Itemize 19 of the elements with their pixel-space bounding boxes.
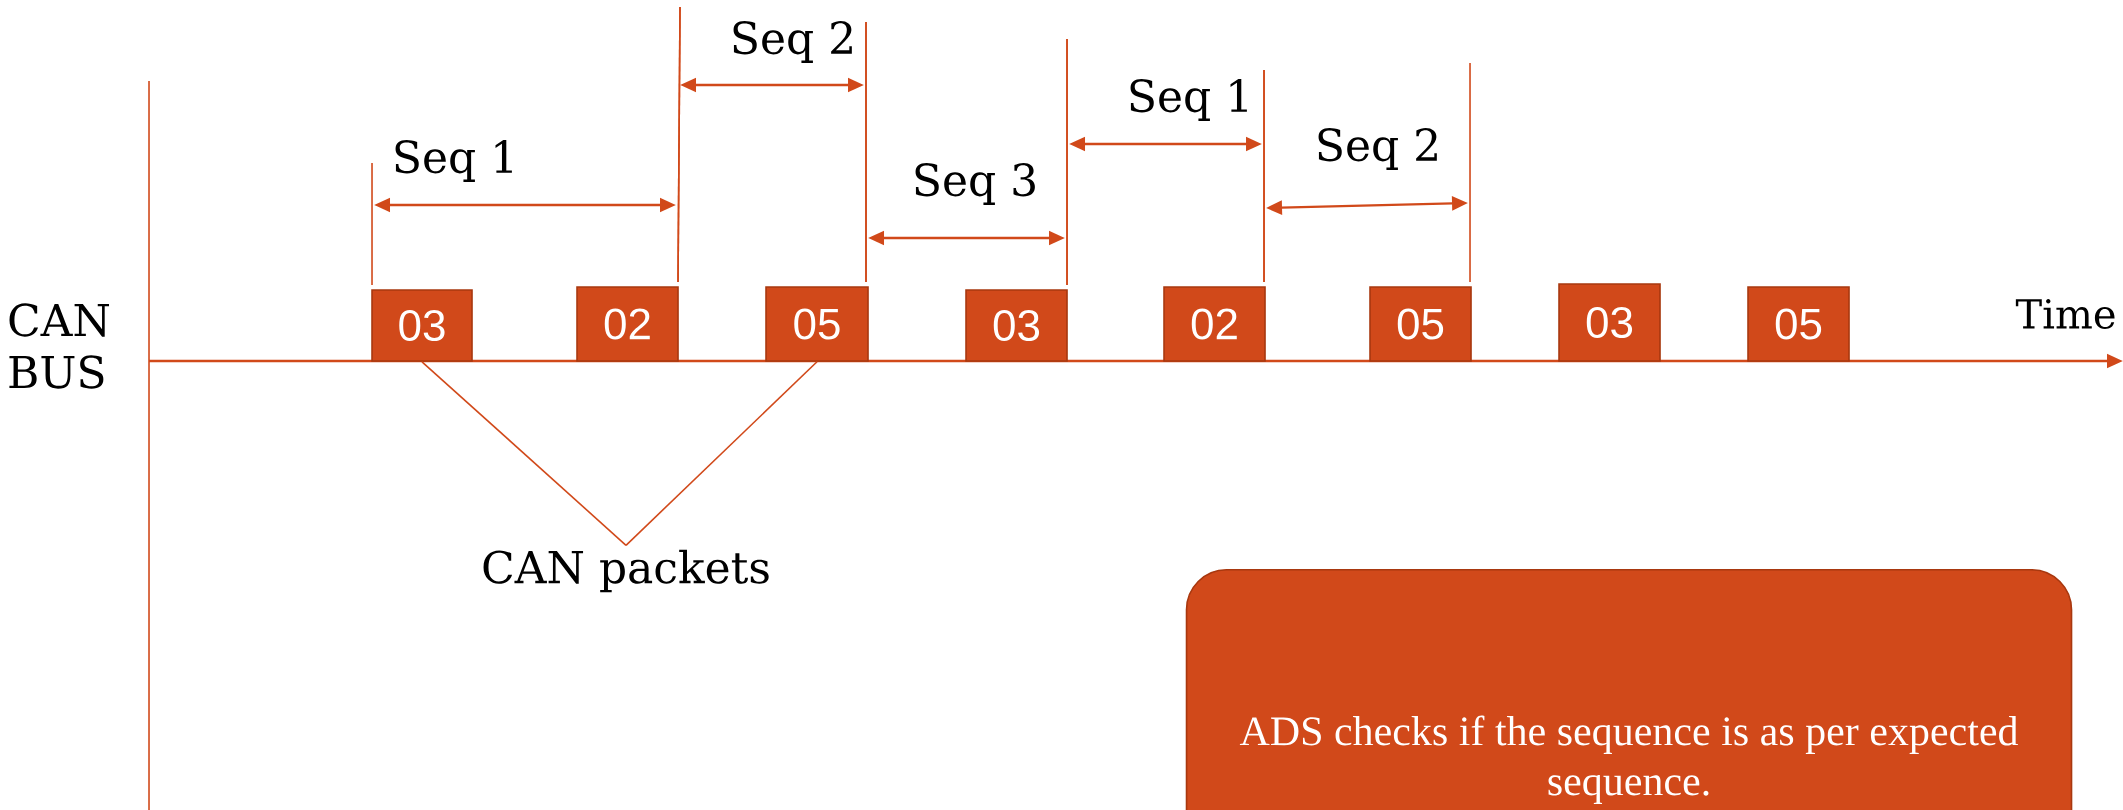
packet-box: 05 — [765, 286, 869, 362]
packet-box: 02 — [576, 286, 679, 362]
sequence-label: Seq 3 — [915, 163, 1035, 205]
axis-label: Time — [2015, 299, 2115, 329]
leader-line — [625, 361, 818, 547]
packet-box: 05 — [1369, 286, 1472, 362]
callout-text: CAN packets — [483, 549, 769, 593]
packet-box: 05 — [1747, 286, 1850, 362]
sequence-label: Seq 1 — [1130, 79, 1247, 121]
note-box: ADS checks if the sequence is as per expected sequence. — [1185, 569, 2073, 810]
sequence-label: Seq 2 — [733, 21, 852, 63]
leader-line — [421, 361, 627, 547]
sequence-label: Seq 1 — [395, 140, 512, 182]
packet-box: 03 — [371, 289, 473, 362]
packet-box: 02 — [1163, 286, 1266, 362]
bus-label: CAN BUS — [9, 303, 109, 389]
packet-box: 03 — [1558, 283, 1661, 362]
packet-box: 03 — [965, 289, 1068, 362]
sequence-label: Seq 2 — [1318, 128, 1437, 170]
